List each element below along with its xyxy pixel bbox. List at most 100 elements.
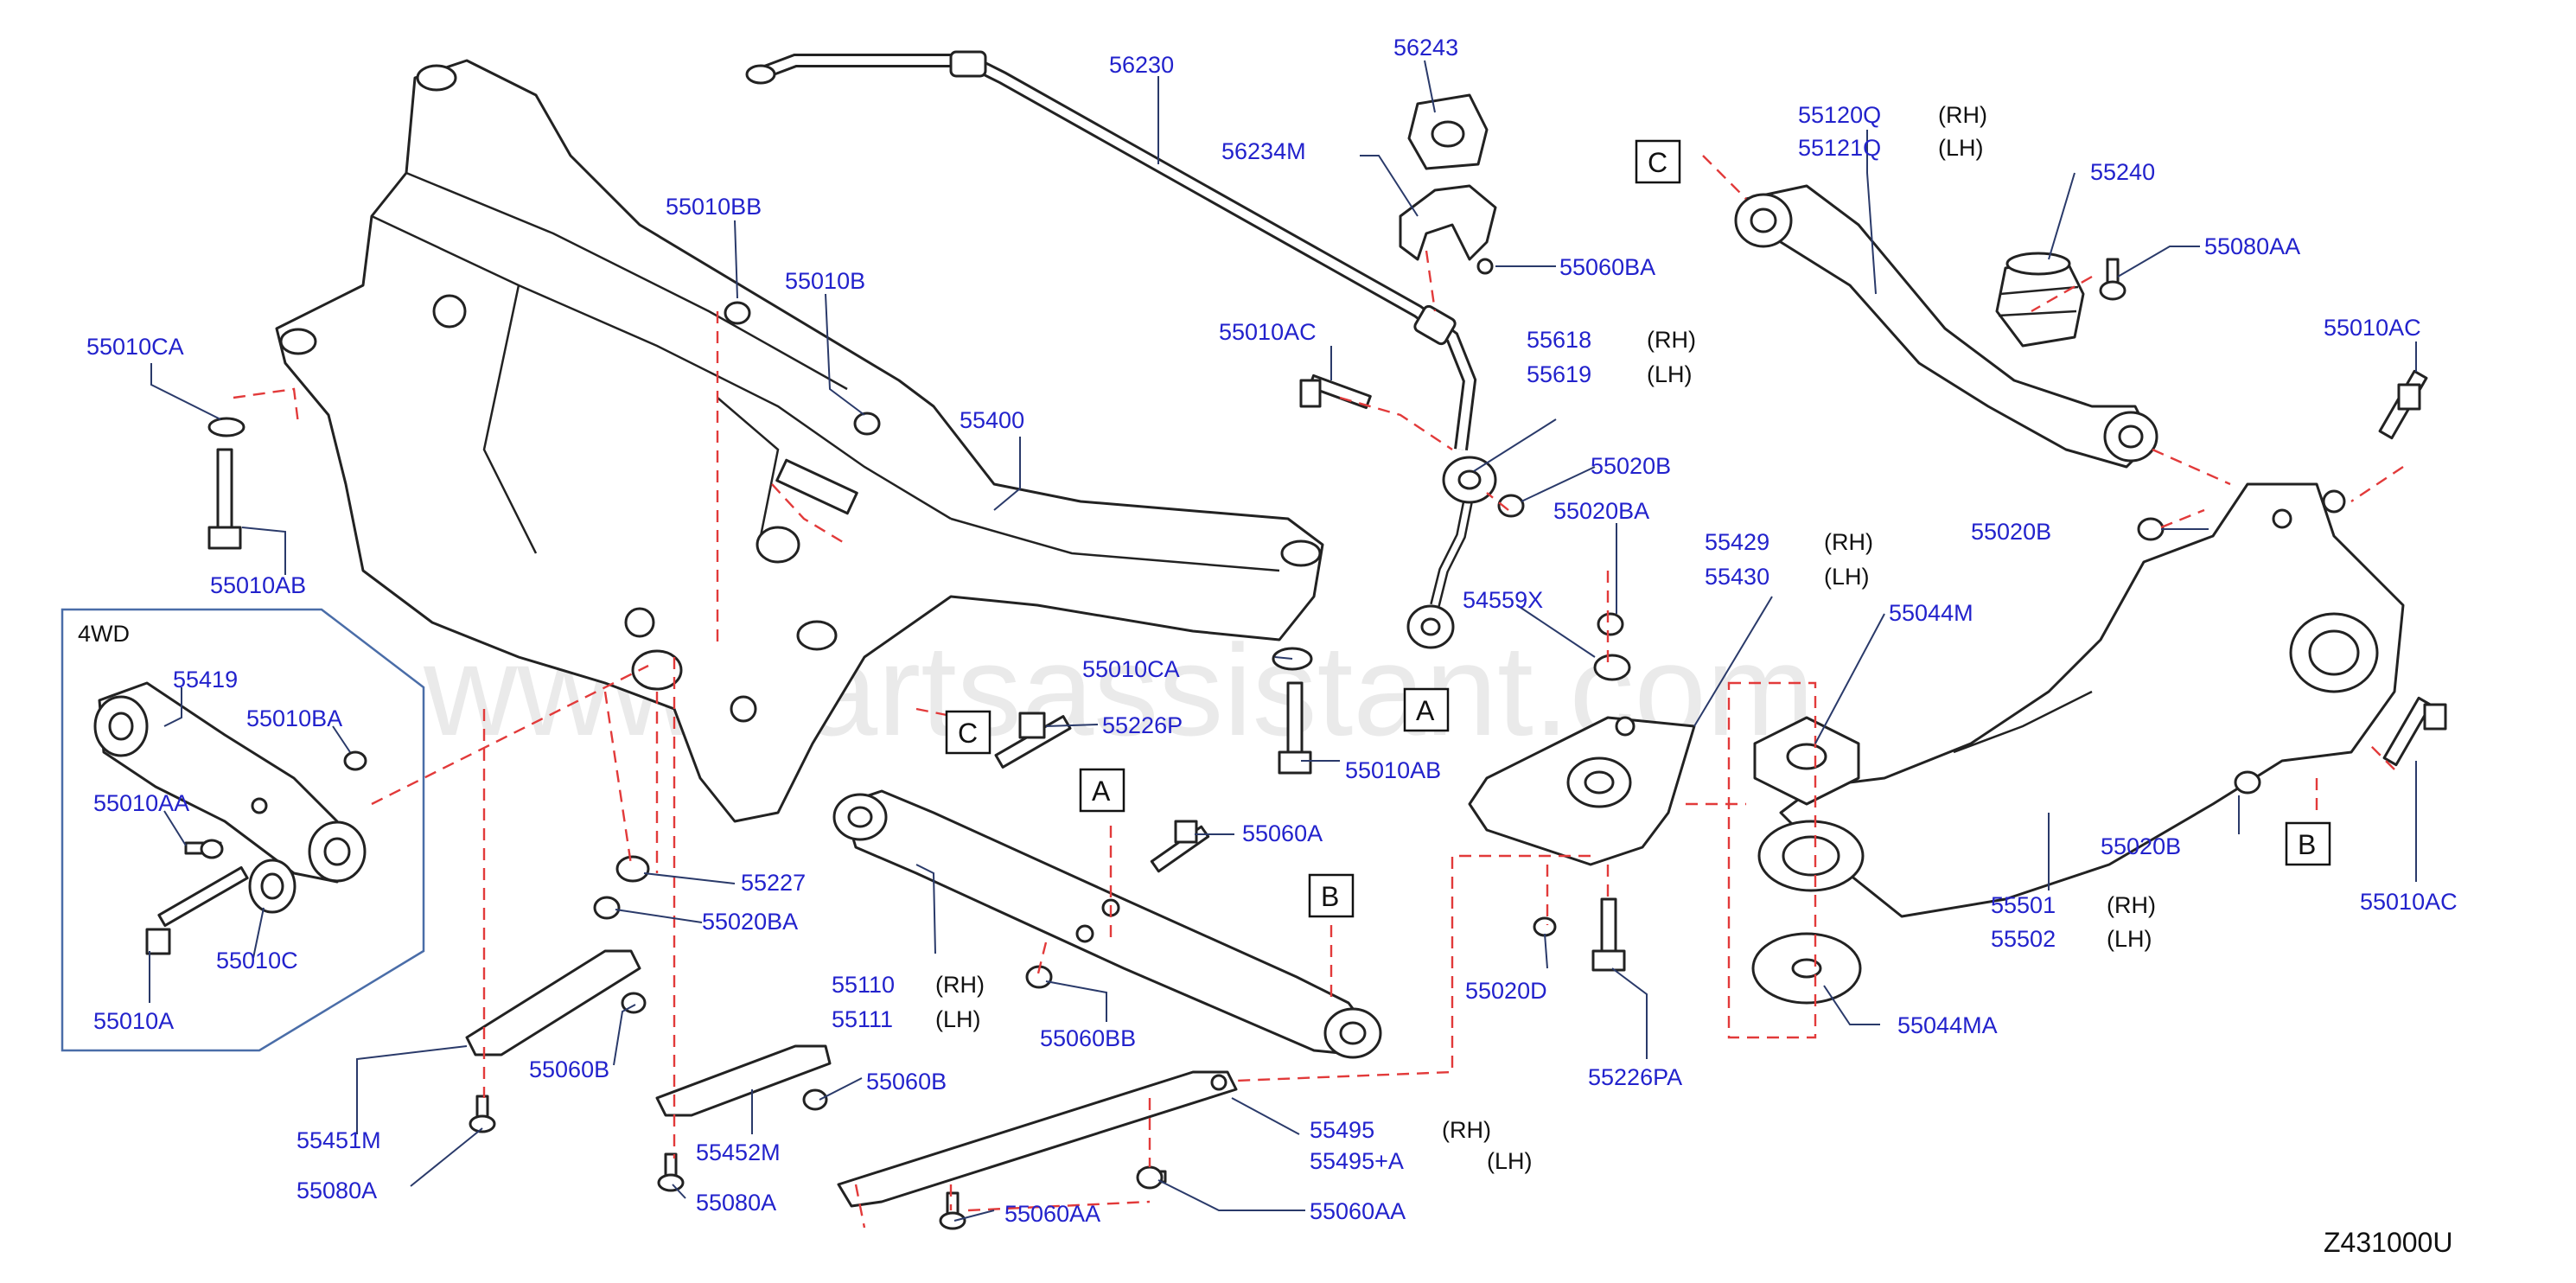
label-55226P: 55226P xyxy=(1102,712,1183,738)
label-55010C: 55010C xyxy=(216,948,298,973)
inset-lower-arm xyxy=(93,681,367,884)
label-55044MA: 55044MA xyxy=(1897,1012,1998,1038)
rear-suspension-housing xyxy=(1779,482,2405,918)
assembly-lines xyxy=(233,155,2404,1229)
nut-55020D xyxy=(1533,916,1557,937)
label-55429-side: (RH) xyxy=(1824,529,1873,555)
label-55227: 55227 xyxy=(741,870,806,896)
label-55400: 55400 xyxy=(960,407,1024,433)
bolt-55010AB-mid xyxy=(1278,681,1312,775)
inset-4wd-title: 4WD xyxy=(78,621,130,647)
label-55010AC-low: 55010AC xyxy=(2360,889,2458,915)
member-stay-mid xyxy=(655,1044,832,1117)
label-55120Q: 55120Q xyxy=(1798,102,1881,128)
stabilizer-connecting-rod xyxy=(1406,456,1497,649)
bolt-55060AA-left xyxy=(939,1191,966,1230)
label-55020B-link: 55020B xyxy=(1591,453,1671,479)
svg-text:A: A xyxy=(1416,695,1435,726)
label-56243: 56243 xyxy=(1393,35,1458,61)
nut-55020B-low xyxy=(2234,770,2261,795)
label-55010B: 55010B xyxy=(785,268,865,294)
label-55502: 55502 xyxy=(1991,926,2056,952)
label-55060BB: 55060BB xyxy=(1040,1025,1136,1051)
svg-text:B: B xyxy=(2298,829,2316,860)
reference-box-a-low: A xyxy=(1079,768,1125,813)
label-55060AA-left: 55060AA xyxy=(1004,1201,1100,1227)
label-55619-side: (LH) xyxy=(1647,361,1693,387)
label-55502-side: (LH) xyxy=(2107,926,2152,952)
label-55010AC-mid: 55010AC xyxy=(1219,319,1317,345)
label-55501: 55501 xyxy=(1991,892,2056,918)
label-55010AB-mid: 55010AB xyxy=(1345,757,1441,783)
label-55111-side: (LH) xyxy=(935,1006,981,1032)
label-56234M: 56234M xyxy=(1221,138,1306,164)
lower-link xyxy=(832,789,1382,1059)
label-54559X: 54559X xyxy=(1463,587,1543,613)
stabilizer-bar xyxy=(745,50,1477,450)
bound-bumper xyxy=(1995,252,2085,348)
label-55080AA: 55080AA xyxy=(2204,233,2300,259)
label-55060BA: 55060BA xyxy=(1559,254,1655,280)
label-55451M: 55451M xyxy=(296,1127,381,1153)
label-55240: 55240 xyxy=(2090,159,2155,185)
label-55010BA: 55010BA xyxy=(246,705,342,731)
label-55619: 55619 xyxy=(1527,361,1591,387)
label-55111: 55111 xyxy=(832,1006,893,1032)
reference-box-b-right: B xyxy=(2285,821,2331,866)
reference-box-c-mid: C xyxy=(945,710,992,755)
label-55010CA-left: 55010CA xyxy=(86,334,184,360)
rear-suspension-member xyxy=(275,59,1324,823)
lower-link-bracket xyxy=(1468,716,1696,866)
label-55495: 55495 xyxy=(1310,1117,1374,1143)
label-55495A: 55495+A xyxy=(1310,1148,1404,1174)
label-55010A: 55010A xyxy=(93,1008,174,1034)
bolt-55080A-left xyxy=(469,1095,496,1133)
bolt-55226PA xyxy=(1591,897,1626,972)
label-55120Q-side: (RH) xyxy=(1938,102,1987,128)
spring-seat-rubber xyxy=(1751,932,1862,1005)
label-55226PA: 55226PA xyxy=(1588,1064,1682,1090)
label-55430: 55430 xyxy=(1705,564,1769,590)
label-55495-side: (RH) xyxy=(1442,1117,1491,1143)
bolt-55010AB-left xyxy=(207,448,242,550)
nut-55010B xyxy=(853,412,881,436)
fasteners xyxy=(145,258,2447,1230)
label-55419: 55419 xyxy=(173,667,238,693)
label-55020D: 55020D xyxy=(1465,978,1547,1004)
nut-55060B-mid xyxy=(802,1088,828,1111)
bolt-55080AA xyxy=(2099,258,2126,301)
washer-55227 xyxy=(615,855,650,883)
stabilizer-bushing xyxy=(1407,93,1489,170)
washer-55020BA-side xyxy=(1593,654,1631,681)
label-55010AC-right: 55010AC xyxy=(2324,315,2421,341)
label-55121Q: 55121Q xyxy=(1798,135,1881,161)
part-labels: 56230 56243 56234M 55060BA 55010BB 55010… xyxy=(86,35,2458,1227)
label-55020B-right: 55020B xyxy=(1971,519,2051,545)
label-55121Q-side: (LH) xyxy=(1938,135,1984,161)
svg-text:A: A xyxy=(1092,776,1111,807)
svg-text:C: C xyxy=(958,718,978,749)
label-55430-side: (LH) xyxy=(1824,564,1870,590)
label-55010AB-left: 55010AB xyxy=(210,572,306,598)
bolt-55010AC-right xyxy=(2378,369,2428,440)
label-55010BB: 55010BB xyxy=(666,194,762,220)
nut-55020BA-low xyxy=(593,896,621,920)
label-55010AA: 55010AA xyxy=(93,790,189,816)
stabilizer-clamp xyxy=(1399,184,1497,275)
diagram-code: Z431000U xyxy=(2324,1227,2452,1258)
svg-text:B: B xyxy=(1321,881,1339,912)
lateral-link xyxy=(837,1070,1238,1208)
label-55060AA-right: 55060AA xyxy=(1310,1198,1406,1224)
inset-washer xyxy=(248,859,296,914)
reference-box-c-top: C xyxy=(1635,139,1681,184)
inset-4wd-frame xyxy=(61,608,425,1052)
label-55060B-mid: 55060B xyxy=(866,1069,947,1095)
bolt-55080A-mid xyxy=(657,1152,685,1192)
label-55452M: 55452M xyxy=(696,1139,781,1165)
label-55495A-side: (LH) xyxy=(1487,1148,1533,1174)
bolt-55010A-inset xyxy=(145,865,249,955)
bolt-55010AA-inset xyxy=(184,839,224,859)
bolt-55226P xyxy=(994,712,1072,769)
label-55044M: 55044M xyxy=(1889,600,1973,626)
label-55060B-left: 55060B xyxy=(529,1056,609,1082)
